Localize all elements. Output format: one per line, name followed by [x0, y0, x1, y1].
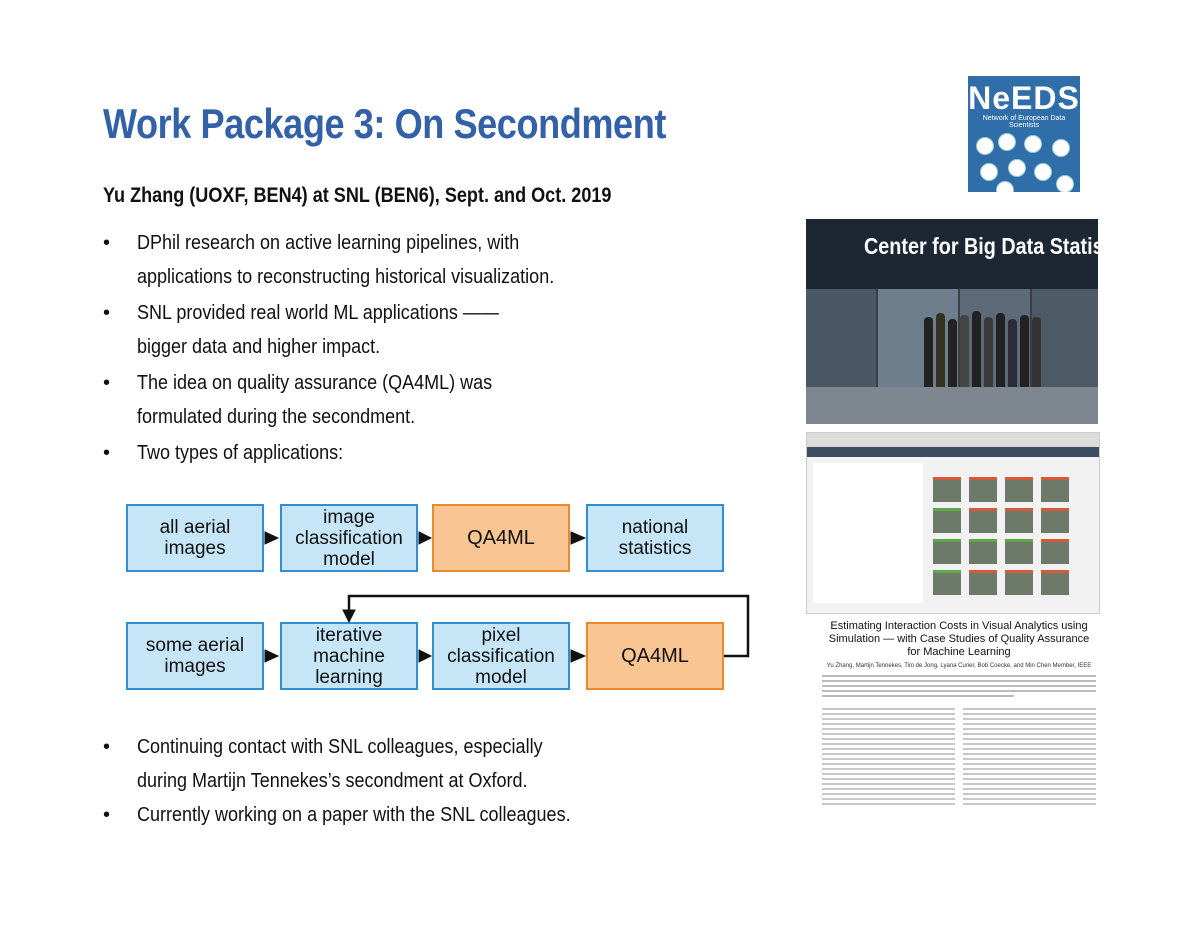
partner-logo-icon	[996, 181, 1014, 192]
person	[972, 311, 981, 387]
thumbnail	[933, 570, 961, 595]
partner-logo-icon	[1008, 159, 1026, 177]
page-subtitle: Yu Zhang (UOXF, BEN4) at SNL (BEN6), Sep…	[103, 184, 612, 207]
arrow-right	[570, 531, 587, 545]
paper-abstract	[822, 675, 1096, 697]
app-sidebar	[813, 463, 923, 603]
person	[984, 317, 993, 387]
partner-logo-icon	[1024, 135, 1042, 153]
person	[924, 317, 933, 387]
person	[936, 313, 945, 387]
thumbnail	[1005, 508, 1033, 533]
thumbnail	[1005, 477, 1033, 502]
diagram-box-pixel-classification-model: pixel classification model	[432, 622, 570, 690]
diagram-box-qa4ml: QA4ML	[432, 504, 570, 572]
person	[996, 313, 1005, 387]
photo-banner-text: Center for Big Data Statistics	[864, 233, 1098, 259]
thumbnail-grid	[933, 477, 1069, 595]
thumbnail	[933, 477, 961, 502]
thumbnail	[1041, 477, 1069, 502]
arrow-right	[264, 649, 280, 663]
diagram-box-national-statistics: national statistics	[586, 504, 724, 572]
bullet-line: formulated during the secondment.	[137, 406, 416, 428]
bullet-line: DPhil research on active learning pipeli…	[137, 232, 520, 254]
person	[1032, 317, 1041, 387]
logo-text: NeEDS	[968, 80, 1080, 116]
bullet-line: Two types of applications:	[137, 442, 344, 464]
diagram-box-all-aerial-images: all aerial images	[126, 504, 264, 572]
bullet-item: SNL provided real world ML applications …	[103, 296, 601, 364]
partner-logo-icon	[980, 163, 998, 181]
thumbnail	[969, 570, 997, 595]
diagram-box-iterative-machine-learning: iterative machine learning	[280, 622, 418, 690]
logo-subtitle: Network of European Data Scientists	[982, 115, 1066, 129]
thumbnail	[933, 539, 961, 564]
group-photo: Center for Big Data Statistics	[806, 219, 1098, 424]
diagram-box-qa4ml-2: QA4ML	[586, 622, 724, 690]
person	[960, 315, 969, 387]
arrow-right	[418, 531, 433, 545]
person	[1008, 319, 1017, 387]
bullet-line: The idea on quality assurance (QA4ML) wa…	[137, 372, 493, 394]
arrow-down	[342, 609, 356, 624]
bullet-line: bigger data and higher impact.	[137, 336, 381, 358]
arrow-right	[570, 649, 587, 663]
person	[1020, 315, 1029, 387]
bullet-line: Continuing contact with SNL colleagues, …	[137, 736, 543, 758]
partner-logo-icon	[1052, 139, 1070, 157]
app-screenshot	[806, 432, 1100, 614]
paper-preview: Estimating Interaction Costs in Visual A…	[822, 620, 1096, 846]
bullet-item: Continuing contact with SNL colleagues, …	[103, 730, 619, 798]
paper-title: Estimating Interaction Costs in Visual A…	[828, 620, 1090, 658]
arrow-right	[418, 649, 433, 663]
bullet-line: applications to reconstructing historica…	[137, 266, 555, 288]
thumbnail	[1005, 539, 1033, 564]
person	[948, 319, 957, 387]
partner-logo-icon	[1056, 175, 1074, 192]
paper-authors: Yu Zhang, Martijn Tennekes, Tim de Jong,…	[826, 663, 1092, 669]
bullet-line: Currently working on a paper with the SN…	[137, 804, 571, 826]
thumbnail	[969, 508, 997, 533]
thumbnail	[1041, 539, 1069, 564]
thumbnail	[969, 539, 997, 564]
bullet-item: Two types of applications:	[103, 436, 601, 470]
bottom-bullet-list: Continuing contact with SNL colleagues, …	[103, 730, 619, 832]
diagram-box-image-classification-model: image classification model	[280, 504, 418, 572]
arrow-right	[264, 531, 280, 545]
bullet-line: during Martijn Tennekes’s secondment at …	[137, 770, 528, 792]
diagram-box-some-aerial-images: some aerial images	[126, 622, 264, 690]
needs-logo: NeEDS Network of European Data Scientist…	[968, 76, 1080, 192]
logo-partner-icons	[968, 129, 1080, 192]
thumbnail	[933, 508, 961, 533]
thumbnail	[969, 477, 997, 502]
thumbnail	[1041, 508, 1069, 533]
partner-logo-icon	[1034, 163, 1052, 181]
partner-logo-icon	[976, 137, 994, 155]
page-title: Work Package 3: On Secondment	[103, 100, 666, 147]
bullet-item: Currently working on a paper with the SN…	[103, 798, 619, 832]
bullet-line: SNL provided real world ML applications …	[137, 302, 499, 324]
feedback-loop-line	[347, 594, 750, 658]
bullet-item: The idea on quality assurance (QA4ML) wa…	[103, 366, 601, 434]
partner-logo-icon	[998, 133, 1016, 151]
thumbnail	[1041, 570, 1069, 595]
bullet-item: DPhil research on active learning pipeli…	[103, 226, 601, 294]
thumbnail	[1005, 570, 1033, 595]
top-bullet-list: DPhil research on active learning pipeli…	[103, 226, 601, 472]
paper-body	[822, 705, 1096, 808]
